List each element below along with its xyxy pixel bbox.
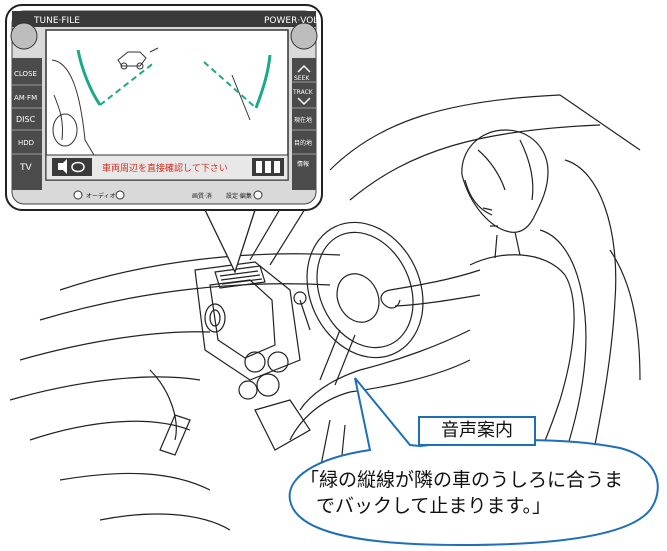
voice-guidance-text: 「緑の縦線が隣の車のうしろに合うま でバックして止まります。」	[300, 467, 640, 519]
current-location-button[interactable]: 現在地	[294, 116, 312, 124]
guide-line-right-vertical	[254, 54, 272, 109]
settings-button-label[interactable]: 設定·編集	[226, 192, 252, 200]
navigation-head-unit	[5, 4, 323, 211]
screen-callout-pointer	[204, 209, 256, 274]
info-button[interactable]: 情報	[297, 160, 309, 168]
speaker-icon	[58, 159, 67, 174]
track-down-icon	[297, 97, 311, 106]
tune-file-label: TUNE·FILE	[33, 16, 80, 26]
seek-button[interactable]: SEEK	[294, 75, 310, 82]
close-button[interactable]: CLOSE	[14, 70, 37, 78]
voice-guidance-tag: 音声案内	[418, 416, 536, 446]
guide-line-right-dashed	[203, 61, 257, 109]
hdd-button[interactable]: HDD	[18, 139, 34, 147]
rear-camera-view	[51, 47, 251, 166]
am-fm-button[interactable]: AM·FM	[14, 94, 37, 102]
left-button-column	[12, 58, 42, 190]
camera-warning-message: 車両周辺を直接確認して下さい	[102, 162, 228, 174]
guide-line-left-vertical	[76, 49, 102, 106]
seek-up-icon	[297, 64, 311, 73]
destination-button[interactable]: 目的地	[294, 139, 312, 147]
audio-button-label[interactable]: オーディオ	[86, 192, 116, 200]
power-vol-knob[interactable]	[290, 22, 318, 50]
dashboard-lineart	[9, 94, 641, 531]
tv-button[interactable]: TV	[19, 163, 32, 173]
guide-line-left-dashed	[99, 61, 156, 106]
right-button-column	[292, 58, 316, 190]
display-off-button-label[interactable]: 画質·消	[192, 192, 212, 200]
track-button[interactable]: TRACK	[292, 89, 314, 96]
speech-bubble	[288, 377, 659, 547]
power-vol-label: POWER·VOL	[264, 16, 318, 26]
voice-guidance-line-1: 「緑の縦線が隣の車のうしろに合うま	[300, 469, 624, 491]
voice-guidance-line-2: でバックして止まります。」	[316, 495, 552, 517]
disc-button[interactable]: DISC	[16, 115, 36, 124]
rotate-icon	[71, 161, 85, 173]
tune-file-knob[interactable]	[10, 22, 38, 50]
